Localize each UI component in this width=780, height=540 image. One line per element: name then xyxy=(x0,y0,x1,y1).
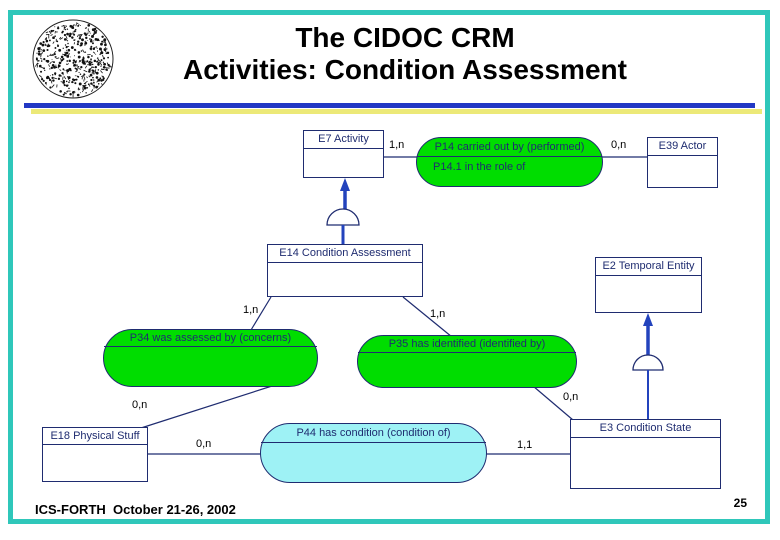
entity-box-e2-temporal-entity: E2 Temporal Entity xyxy=(595,257,702,313)
isa-arrowhead-e2 xyxy=(643,313,653,326)
property-pill-p44: P44 has condition (condition of) xyxy=(260,423,487,483)
isa-halfcircle-e7 xyxy=(326,208,360,226)
entity-label-e2: E2 Temporal Entity xyxy=(596,258,701,276)
entity-label-e39: E39 Actor xyxy=(648,138,717,156)
entity-label-e18: E18 Physical Stuff xyxy=(43,428,147,445)
entity-box-e3-condition-state: E3 Condition State xyxy=(570,419,721,489)
multiplicity-p14-e39: 0,n xyxy=(611,139,627,151)
phaistos-disc-logo xyxy=(32,19,114,99)
entity-box-e14-condition-assessment: E14 Condition Assessment xyxy=(267,244,423,297)
footer-text: ICS-FORTH October 21-26, 2002 xyxy=(35,502,236,517)
entity-label-e3: E3 Condition State xyxy=(571,420,720,438)
slide-title-line2: Activities: Condition Assessment xyxy=(183,54,627,85)
multiplicity-p35-e3: 0,n xyxy=(563,391,579,403)
slide-title: The CIDOC CRM Activities: Condition Asse… xyxy=(30,22,780,86)
entity-box-e39-actor: E39 Actor xyxy=(647,137,718,188)
multiplicity-e14-p34: 1,n xyxy=(243,304,259,316)
entity-box-e18-physical-stuff: E18 Physical Stuff xyxy=(42,427,148,482)
title-rule-yellow xyxy=(31,109,762,114)
isa-halfcircle-e2 xyxy=(632,354,664,371)
entity-label-e14: E14 Condition Assessment xyxy=(268,245,422,263)
entity-box-e7-activity: E7 Activity xyxy=(303,130,384,178)
property-pill-p14: P14 carried out by (performed) P14.1 in … xyxy=(416,137,603,187)
entity-label-e7: E7 Activity xyxy=(304,131,383,149)
property-label-p34: P34 was assessed by (concerns) xyxy=(104,330,317,347)
multiplicity-e18-p44: 0,n xyxy=(196,438,212,450)
title-rule-blue xyxy=(24,103,755,108)
multiplicity-e7-p14: 1,n xyxy=(389,139,405,151)
multiplicity-e14-p35: 1,n xyxy=(430,308,446,320)
property-pill-p34: P34 was assessed by (concerns) xyxy=(103,329,318,387)
property-label-p35: P35 has identified (identified by) xyxy=(358,336,576,353)
multiplicity-p34-e18: 0,n xyxy=(132,399,148,411)
property-label-p44: P44 has condition (condition of) xyxy=(261,424,486,443)
property-role-p14: P14.1 in the role of xyxy=(433,161,526,173)
multiplicity-p44-e3: 1,1 xyxy=(517,439,533,451)
isa-arrowhead-e7 xyxy=(340,178,350,191)
property-pill-p35: P35 has identified (identified by) xyxy=(357,335,577,388)
page-number: 25 xyxy=(733,496,747,510)
slide-title-line1: The CIDOC CRM xyxy=(295,22,515,53)
property-label-p14: P14 carried out by (performed) xyxy=(417,138,602,157)
